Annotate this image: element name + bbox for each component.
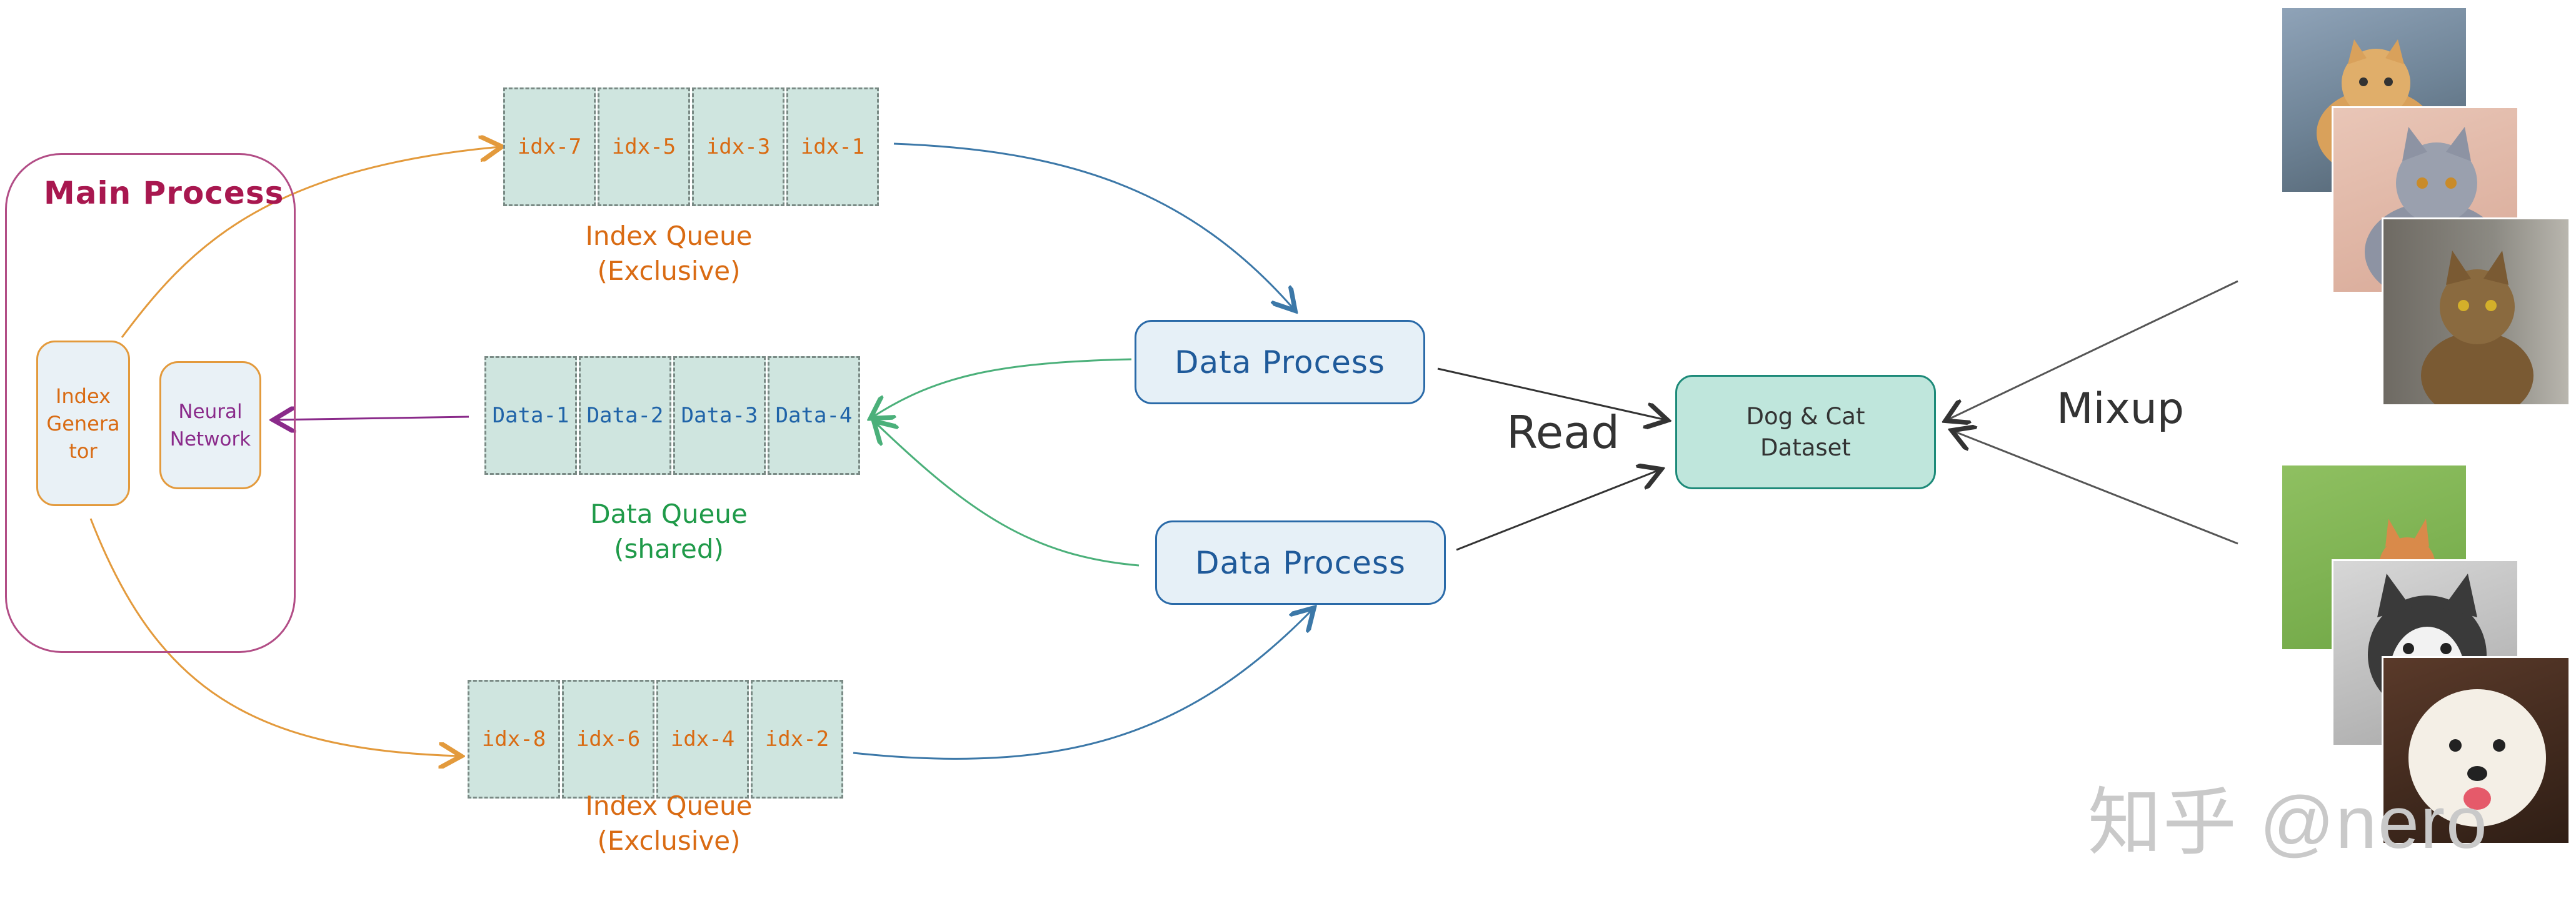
main-process-box: [5, 153, 296, 653]
queue-cell: Data-1: [484, 356, 577, 475]
mixup-label: Mixup: [2057, 384, 2185, 434]
arrow-process2-to-data-queue: [875, 422, 1140, 567]
watermark: 知乎 @nero: [2088, 782, 2488, 864]
dataset-line: Dataset: [1760, 434, 1851, 461]
index-generator-line: Genera: [46, 411, 120, 436]
arrow-bottom-queue-to-process2: [853, 609, 1313, 760]
data-process-1: Data Process: [1135, 320, 1425, 404]
data-queue-label: Data Queue (shared): [544, 497, 794, 567]
neural-network-line: Neural: [178, 400, 243, 423]
queue-cell: Data-4: [768, 356, 860, 475]
queue-label-line: (Exclusive): [597, 256, 741, 286]
data-queue: Data-1 Data-2 Data-3 Data-4: [484, 356, 862, 475]
cat-icon: [2421, 251, 2533, 404]
queue-cell: idx-4: [656, 680, 749, 799]
index-queue-bottom-label: Index Queue (Exclusive): [544, 789, 794, 859]
queue-cell: idx-1: [786, 87, 879, 206]
arrow-gen-to-top-queue: [121, 147, 500, 338]
dataset-line: Dog & Cat: [1746, 402, 1865, 430]
index-generator-line: tor: [69, 439, 98, 463]
index-queue-bottom: idx-8 idx-6 idx-4 idx-2: [468, 680, 845, 799]
queue-label-line: Index Queue: [585, 790, 753, 821]
arrow-top-queue-to-process1: [893, 142, 1294, 309]
index-generator-box: Index Genera tor: [36, 341, 130, 506]
arrow-dogs-mixup: [1953, 431, 2238, 545]
queue-label-line: (shared): [614, 534, 724, 564]
main-process-title: Main Process: [44, 175, 284, 211]
queue-cell: Data-2: [579, 356, 671, 475]
index-queue-top-label: Index Queue (Exclusive): [544, 219, 794, 289]
queue-cell: idx-8: [468, 680, 560, 799]
neural-network-line: Network: [169, 427, 251, 451]
dog-cat-dataset-box: Dog & Cat Dataset: [1675, 375, 1936, 489]
poodle-dog-photo: [2382, 656, 2570, 845]
arrow-process1-read: [1437, 367, 1666, 420]
queue-label-line: (Exclusive): [597, 825, 741, 856]
neural-network-box: Neural Network: [159, 361, 261, 489]
arrow-process2-read: [1456, 470, 1660, 551]
queue-label-line: Data Queue: [590, 499, 748, 529]
index-queue-top: idx-7 idx-5 idx-3 idx-1: [503, 87, 881, 206]
queue-label-line: Index Queue: [585, 221, 753, 251]
dog-icon: [2408, 689, 2546, 827]
queue-cell: Data-3: [673, 356, 766, 475]
queue-cell: idx-6: [562, 680, 654, 799]
index-generator-line: Index: [55, 384, 111, 408]
arrow-data-queue-to-nn: [275, 417, 469, 420]
read-label: Read: [1506, 406, 1620, 459]
arrow-cats-mixup: [1947, 280, 2238, 420]
queue-cell: idx-5: [598, 87, 690, 206]
queue-cell: idx-2: [751, 680, 843, 799]
arrow-process1-to-data-queue: [872, 358, 1132, 417]
data-process-2: Data Process: [1155, 520, 1446, 605]
queue-cell: idx-3: [692, 87, 784, 206]
tabby-cat-photo: [2382, 217, 2570, 406]
queue-cell: idx-7: [503, 87, 596, 206]
arrow-gen-to-bottom-queue: [89, 518, 459, 756]
